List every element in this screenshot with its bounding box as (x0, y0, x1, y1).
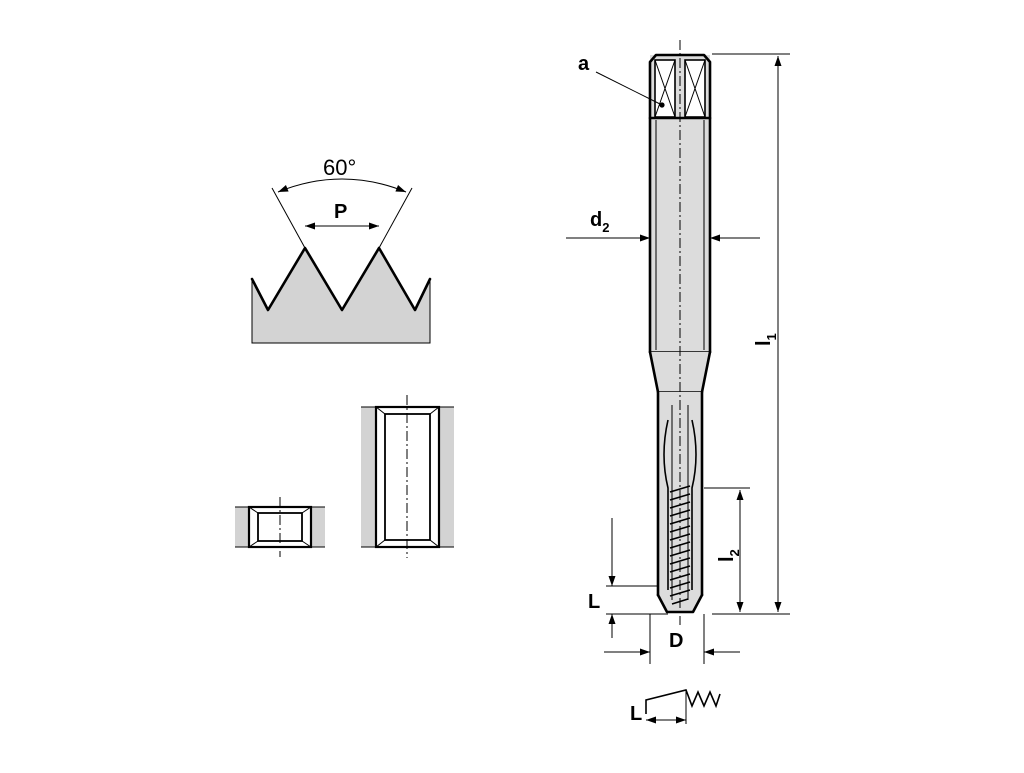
thread-profile: 60° P (250, 155, 432, 344)
chamfer-detail-label: L (630, 703, 642, 725)
square-label: a (578, 53, 590, 75)
angle-label: 60° (323, 155, 356, 180)
square-section-small (235, 497, 325, 557)
thread-length-label: l2 (716, 549, 742, 562)
square-section-long (361, 395, 454, 558)
tap-body (648, 40, 712, 625)
shank-diameter-label: d2 (590, 209, 609, 235)
chamfer-length-label: L (588, 591, 600, 613)
dimensions: a d2 l1 l2 L D (566, 53, 790, 664)
chamfer-detail: L (630, 689, 721, 725)
diameter-label: D (669, 630, 683, 652)
pitch-label: P (334, 201, 347, 223)
total-length-label: l1 (753, 333, 779, 346)
